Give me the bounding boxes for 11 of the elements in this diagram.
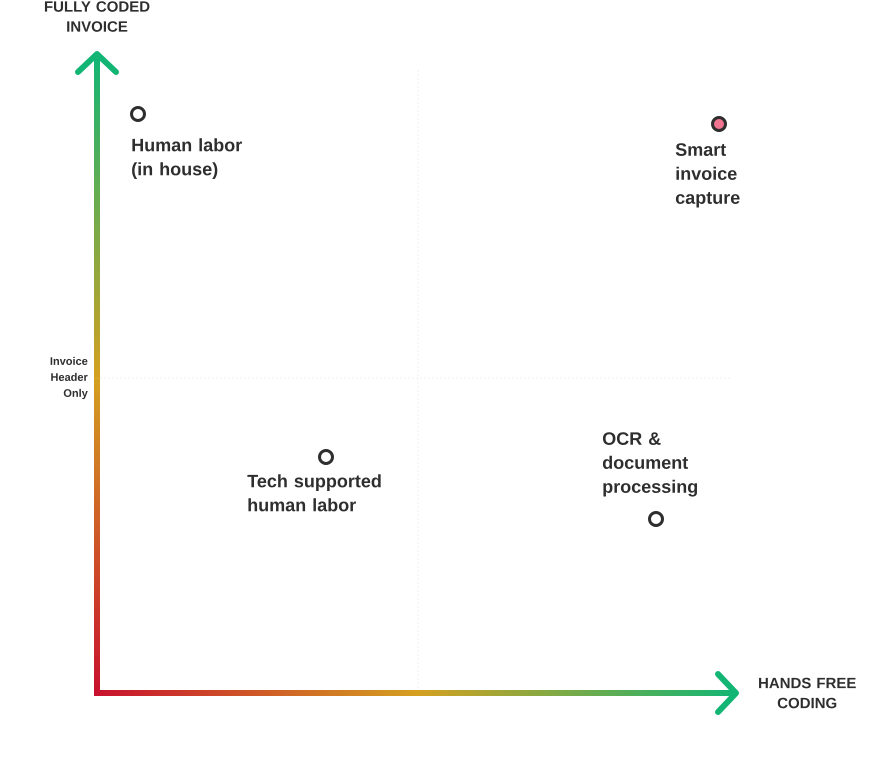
- point-label: Tech supported human labor: [247, 474, 381, 512]
- data-point: [648, 511, 664, 527]
- point-label: OCR & document processing: [602, 432, 698, 497]
- data-point: [318, 449, 334, 465]
- data-point: [130, 106, 146, 122]
- axis-label: FULLY CODED INVOICE: [44, 1, 150, 32]
- data-point: [711, 116, 727, 132]
- axis-label: HANDS FREE CODING: [759, 678, 856, 708]
- point-label: Human labor (in house): [132, 138, 242, 179]
- axis-label: Invoice Header Only: [50, 356, 88, 400]
- point-label: Smart invoice capture: [676, 143, 740, 208]
